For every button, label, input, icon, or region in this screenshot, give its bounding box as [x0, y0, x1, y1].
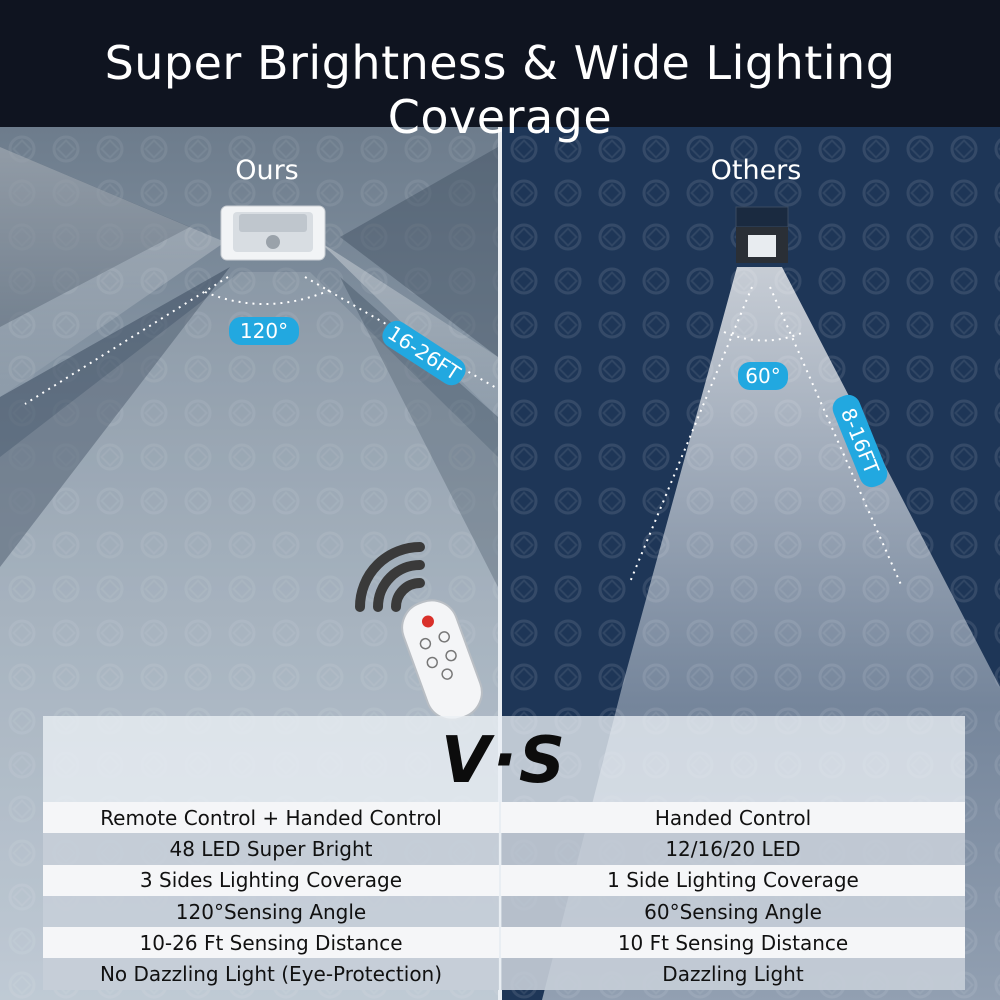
ours-feature: 10-26 Ft Sensing Distance — [43, 927, 499, 959]
table-row: No Dazzling Light (Eye-Protection) Dazzl… — [43, 958, 965, 990]
vs-banner: V·S — [43, 716, 965, 802]
remote-control-icon — [401, 599, 483, 721]
ours-angle-badge: 120° — [229, 317, 299, 345]
wireless-signal-icon — [355, 542, 425, 612]
table-row: Remote Control + Handed Control Handed C… — [43, 802, 965, 834]
ours-feature: No Dazzling Light (Eye-Protection) — [43, 958, 499, 990]
others-lamp-icon — [735, 206, 789, 263]
others-feature: Dazzling Light — [501, 958, 965, 990]
others-label: Others — [710, 155, 802, 186]
table-row: 120°Sensing Angle 60°Sensing Angle — [43, 895, 965, 928]
ours-feature: 48 LED Super Bright — [43, 833, 499, 865]
others-feature: 60°Sensing Angle — [501, 895, 965, 928]
comparison-table: Remote Control + Handed Control Handed C… — [43, 802, 965, 990]
comparison-area: V·S Remote Control + Handed Control Hand… — [43, 716, 965, 1000]
ours-feature: Remote Control + Handed Control — [43, 802, 499, 834]
others-feature: 12/16/20 LED — [501, 833, 965, 865]
others-feature: 1 Side Lighting Coverage — [501, 864, 965, 896]
panel-divider — [498, 127, 502, 1000]
table-row: 48 LED Super Bright 12/16/20 LED — [43, 833, 965, 865]
ours-lamp-icon — [220, 205, 326, 261]
ours-feature: 3 Sides Lighting Coverage — [43, 864, 499, 896]
others-feature: Handed Control — [501, 802, 965, 834]
ours-feature: 120°Sensing Angle — [43, 895, 499, 928]
page-title: Super Brightness & Wide Lighting Coverag… — [104, 36, 896, 144]
others-angle-badge: 60° — [738, 362, 788, 390]
header-banner: Super Brightness & Wide Lighting Coverag… — [0, 0, 1000, 144]
vs-text: V·S — [441, 724, 567, 798]
ours-label: Ours — [235, 155, 299, 186]
others-feature: 10 Ft Sensing Distance — [501, 927, 965, 959]
table-row: 3 Sides Lighting Coverage 1 Side Lightin… — [43, 864, 965, 896]
table-row: 10-26 Ft Sensing Distance 10 Ft Sensing … — [43, 927, 965, 959]
